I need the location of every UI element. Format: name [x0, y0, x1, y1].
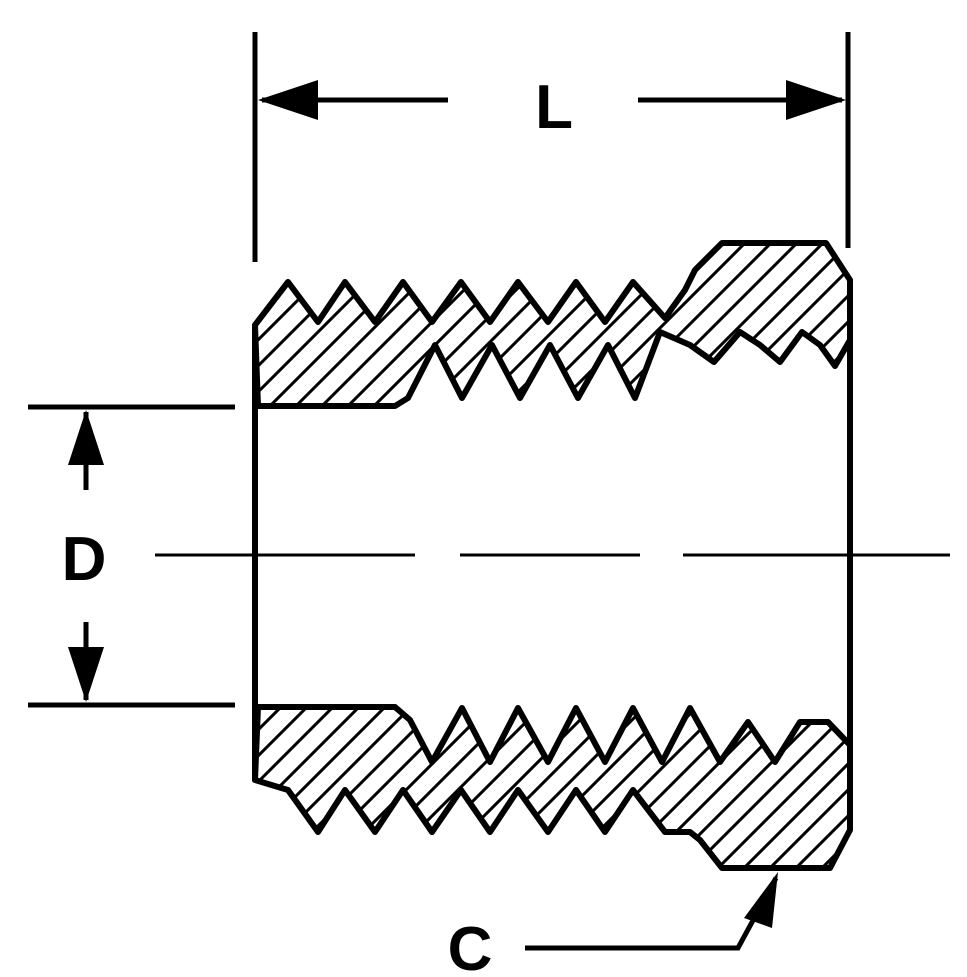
callout-arrowhead: [744, 872, 778, 928]
callout-label: C: [448, 915, 493, 977]
diameter-arrowhead-bottom: [68, 647, 104, 702]
length-label: L: [535, 73, 573, 142]
length-arrowhead-right: [786, 80, 846, 120]
length-arrowhead-left: [258, 80, 318, 120]
callout-leader-line: [525, 876, 779, 951]
top-wall-section: [252, 240, 853, 409]
diameter-arrowhead-top: [68, 410, 104, 465]
bottom-wall-section: [252, 704, 853, 871]
diameter-label: D: [62, 525, 107, 594]
